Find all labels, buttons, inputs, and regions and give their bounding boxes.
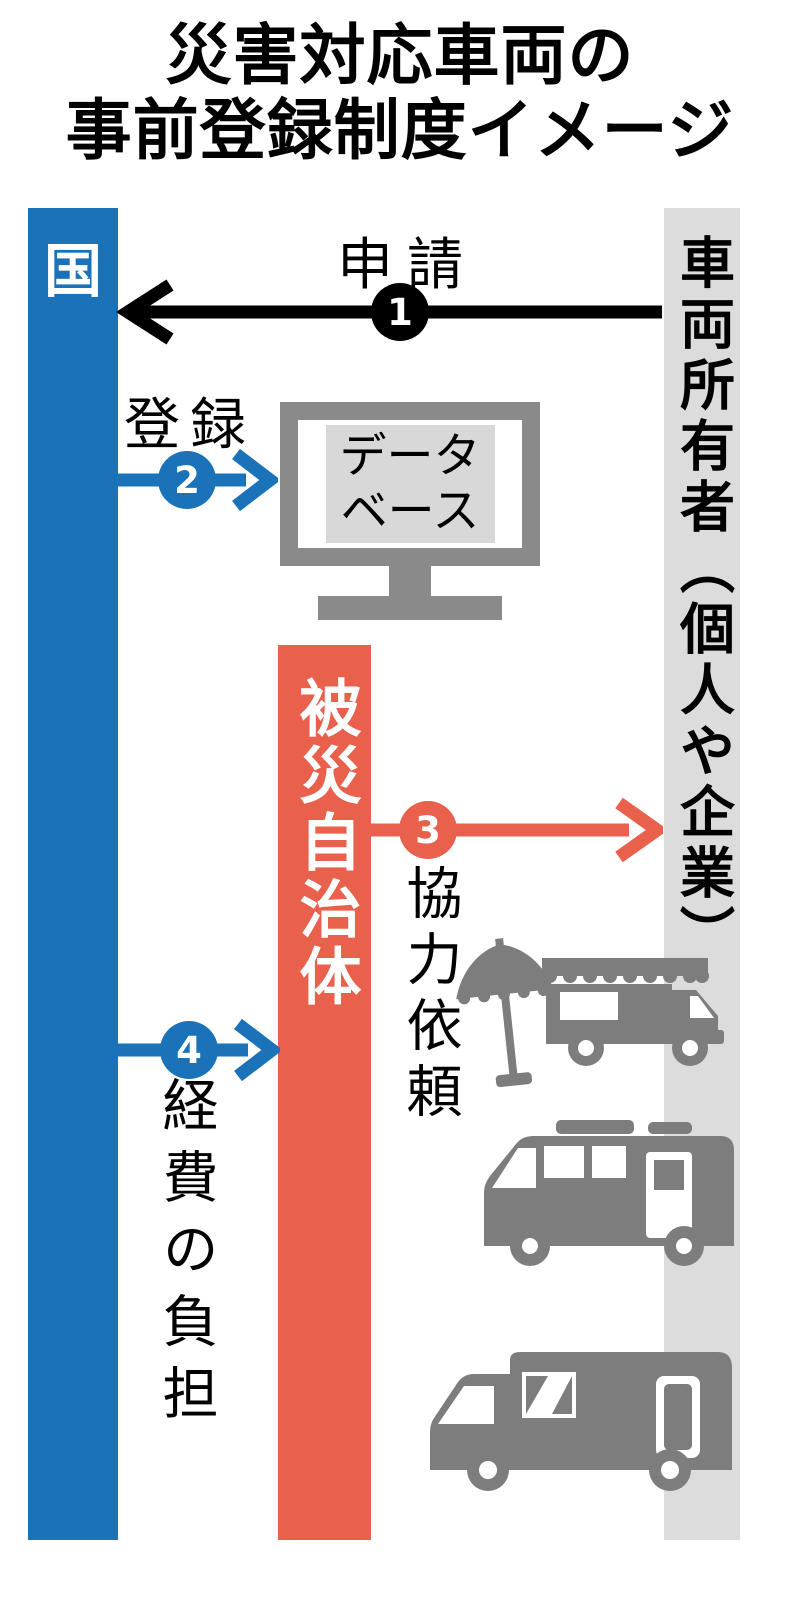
government-bar: 国	[28, 208, 118, 1540]
municipality-label-wrap: 被災自治体	[278, 676, 371, 1011]
monitor-stand-neck	[389, 566, 431, 596]
step2-badge: 2	[158, 451, 216, 509]
parasol-icon	[456, 937, 554, 1088]
step3-label: 協力依頼	[397, 864, 462, 1128]
step3-badge: 3	[399, 801, 457, 859]
database-label-line2: ベース	[340, 484, 480, 539]
step3-label-wrap: 協力依頼	[397, 864, 462, 1128]
vehicle-owner-label: 車両所有者（個人や企業）	[670, 234, 735, 966]
page-title-line1: 災害対応車両の	[165, 17, 635, 94]
step1-badge: 1	[371, 283, 429, 341]
monitor-stand-base	[318, 596, 502, 620]
municipality-bar	[278, 645, 371, 1540]
step4-label: 経費の負担	[153, 1076, 218, 1436]
database-monitor-icon: データ ベース	[280, 402, 540, 566]
page-title-line2: 事前登録制度イメージ	[65, 92, 735, 170]
food-truck-icon	[542, 958, 724, 1066]
step2-label: 登録	[124, 393, 256, 458]
motorhome-icon	[430, 1352, 732, 1491]
database-label: データ ベース	[325, 424, 495, 544]
vehicle-owner-label-wrap: 車両所有者（個人や企業）	[664, 234, 740, 966]
vehicle-owner-bar	[664, 208, 740, 1540]
municipality-label: 被災自治体	[288, 676, 362, 1011]
step4-badge: 4	[160, 1021, 218, 1079]
database-label-line1: データ	[339, 428, 481, 484]
step4-label-wrap: 経費の負担	[153, 1076, 218, 1436]
government-label: 国	[43, 237, 102, 305]
camper-van-icon	[484, 1120, 734, 1266]
page-title: 災害対応車両の 事前登録制度イメージ	[0, 17, 800, 170]
